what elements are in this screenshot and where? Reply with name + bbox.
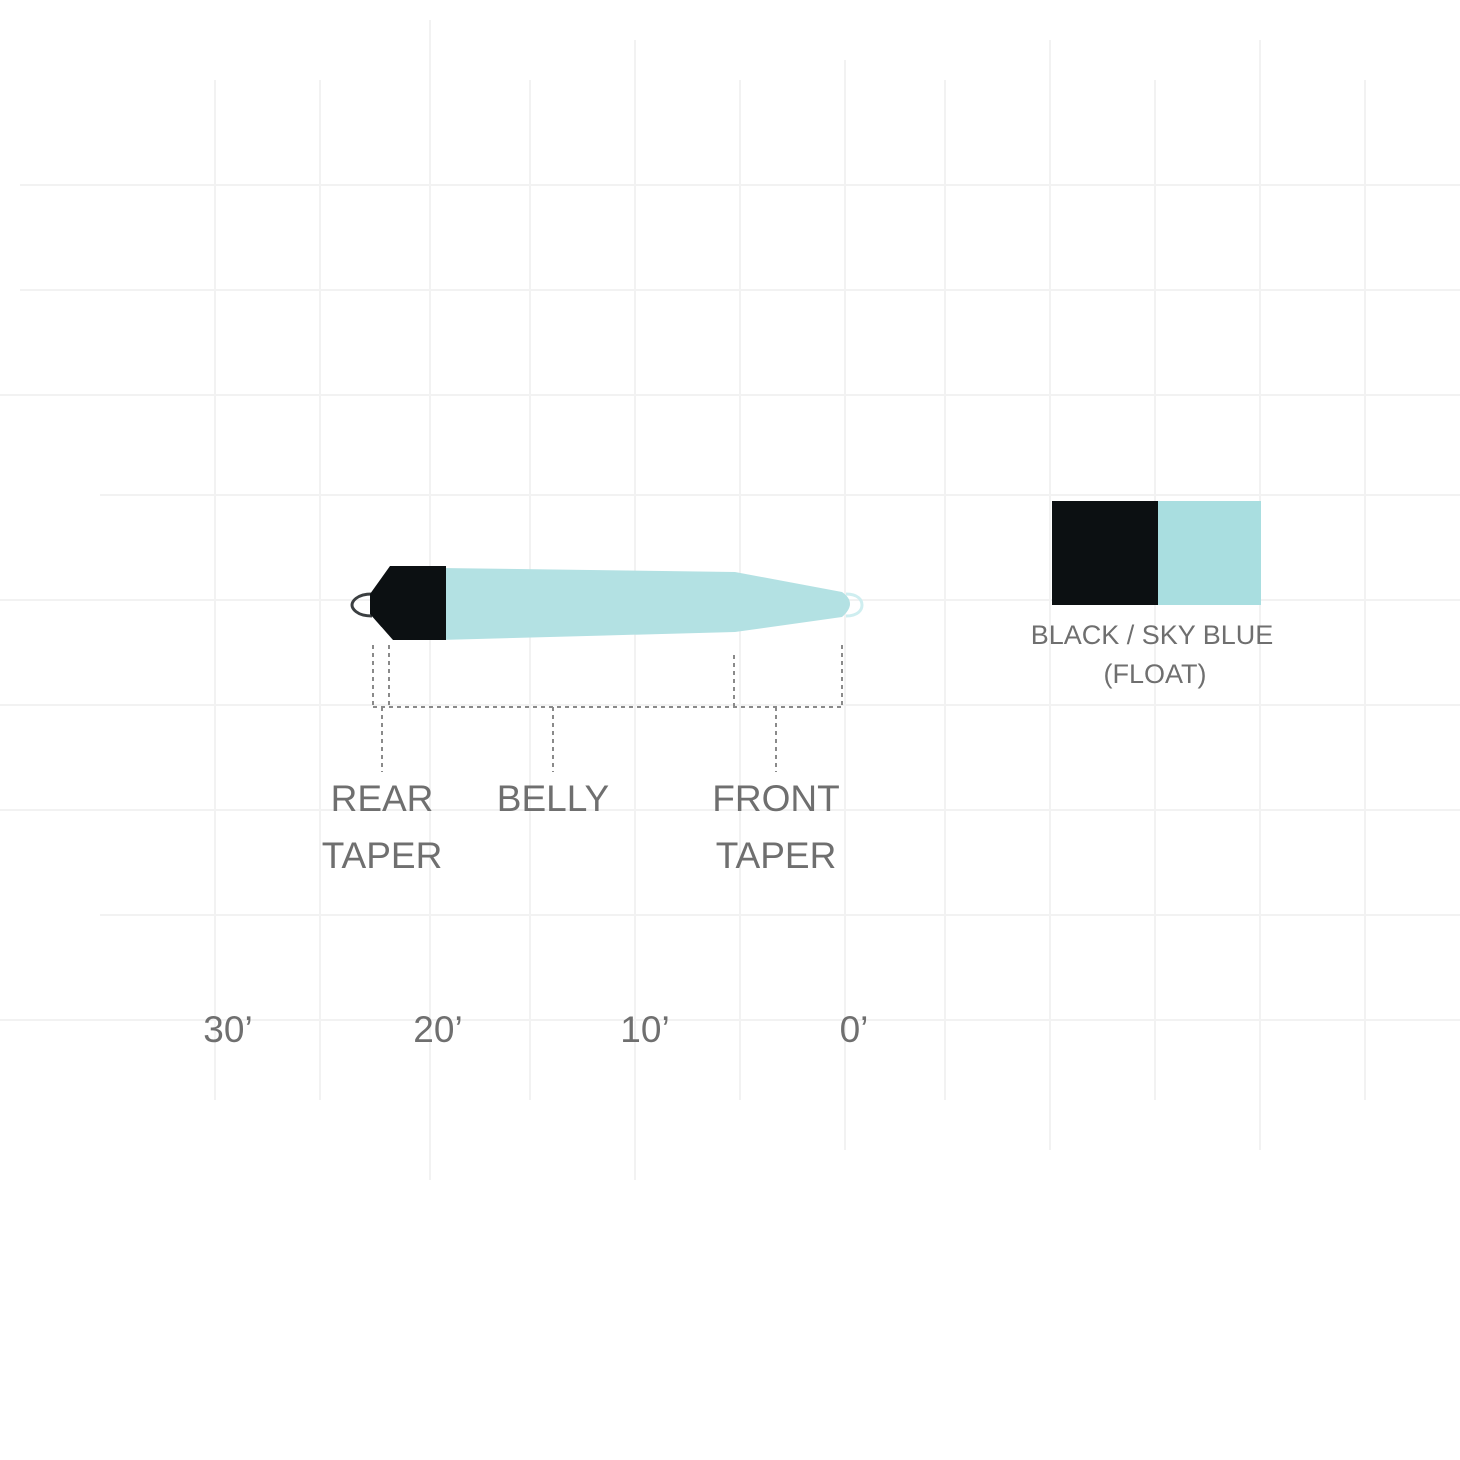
rear-taper-label-line1: REAR — [331, 778, 434, 819]
axis-tick-10: 10’ — [620, 1009, 669, 1050]
front-taper-label-line1: FRONT — [712, 778, 839, 819]
rear-head-section — [370, 566, 446, 640]
rear-loop — [350, 592, 373, 618]
swatch-sky-blue — [1158, 501, 1261, 605]
length-axis: 30’ 20’ 10’ 0’ — [203, 1009, 868, 1050]
running-line-body — [440, 568, 850, 640]
swatch-black — [1052, 501, 1158, 605]
rear-taper-label-line2: TAPER — [322, 835, 443, 876]
belly-label: BELLY — [497, 778, 609, 819]
color-swatch: BLACK / SKY BLUE (FLOAT) — [1031, 501, 1274, 689]
front-taper-label-line2: TAPER — [716, 835, 837, 876]
swatch-label-line1: BLACK / SKY BLUE — [1031, 620, 1274, 650]
swatch-label-line2: (FLOAT) — [1104, 659, 1207, 689]
axis-tick-20: 20’ — [413, 1009, 462, 1050]
axis-tick-0: 0’ — [840, 1009, 869, 1050]
front-loop — [845, 592, 864, 618]
fly-line-illustration — [350, 566, 864, 640]
segment-labels: REAR TAPER BELLY FRONT TAPER — [322, 778, 840, 876]
axis-tick-30: 30’ — [203, 1009, 252, 1050]
dimension-lines — [372, 645, 843, 772]
